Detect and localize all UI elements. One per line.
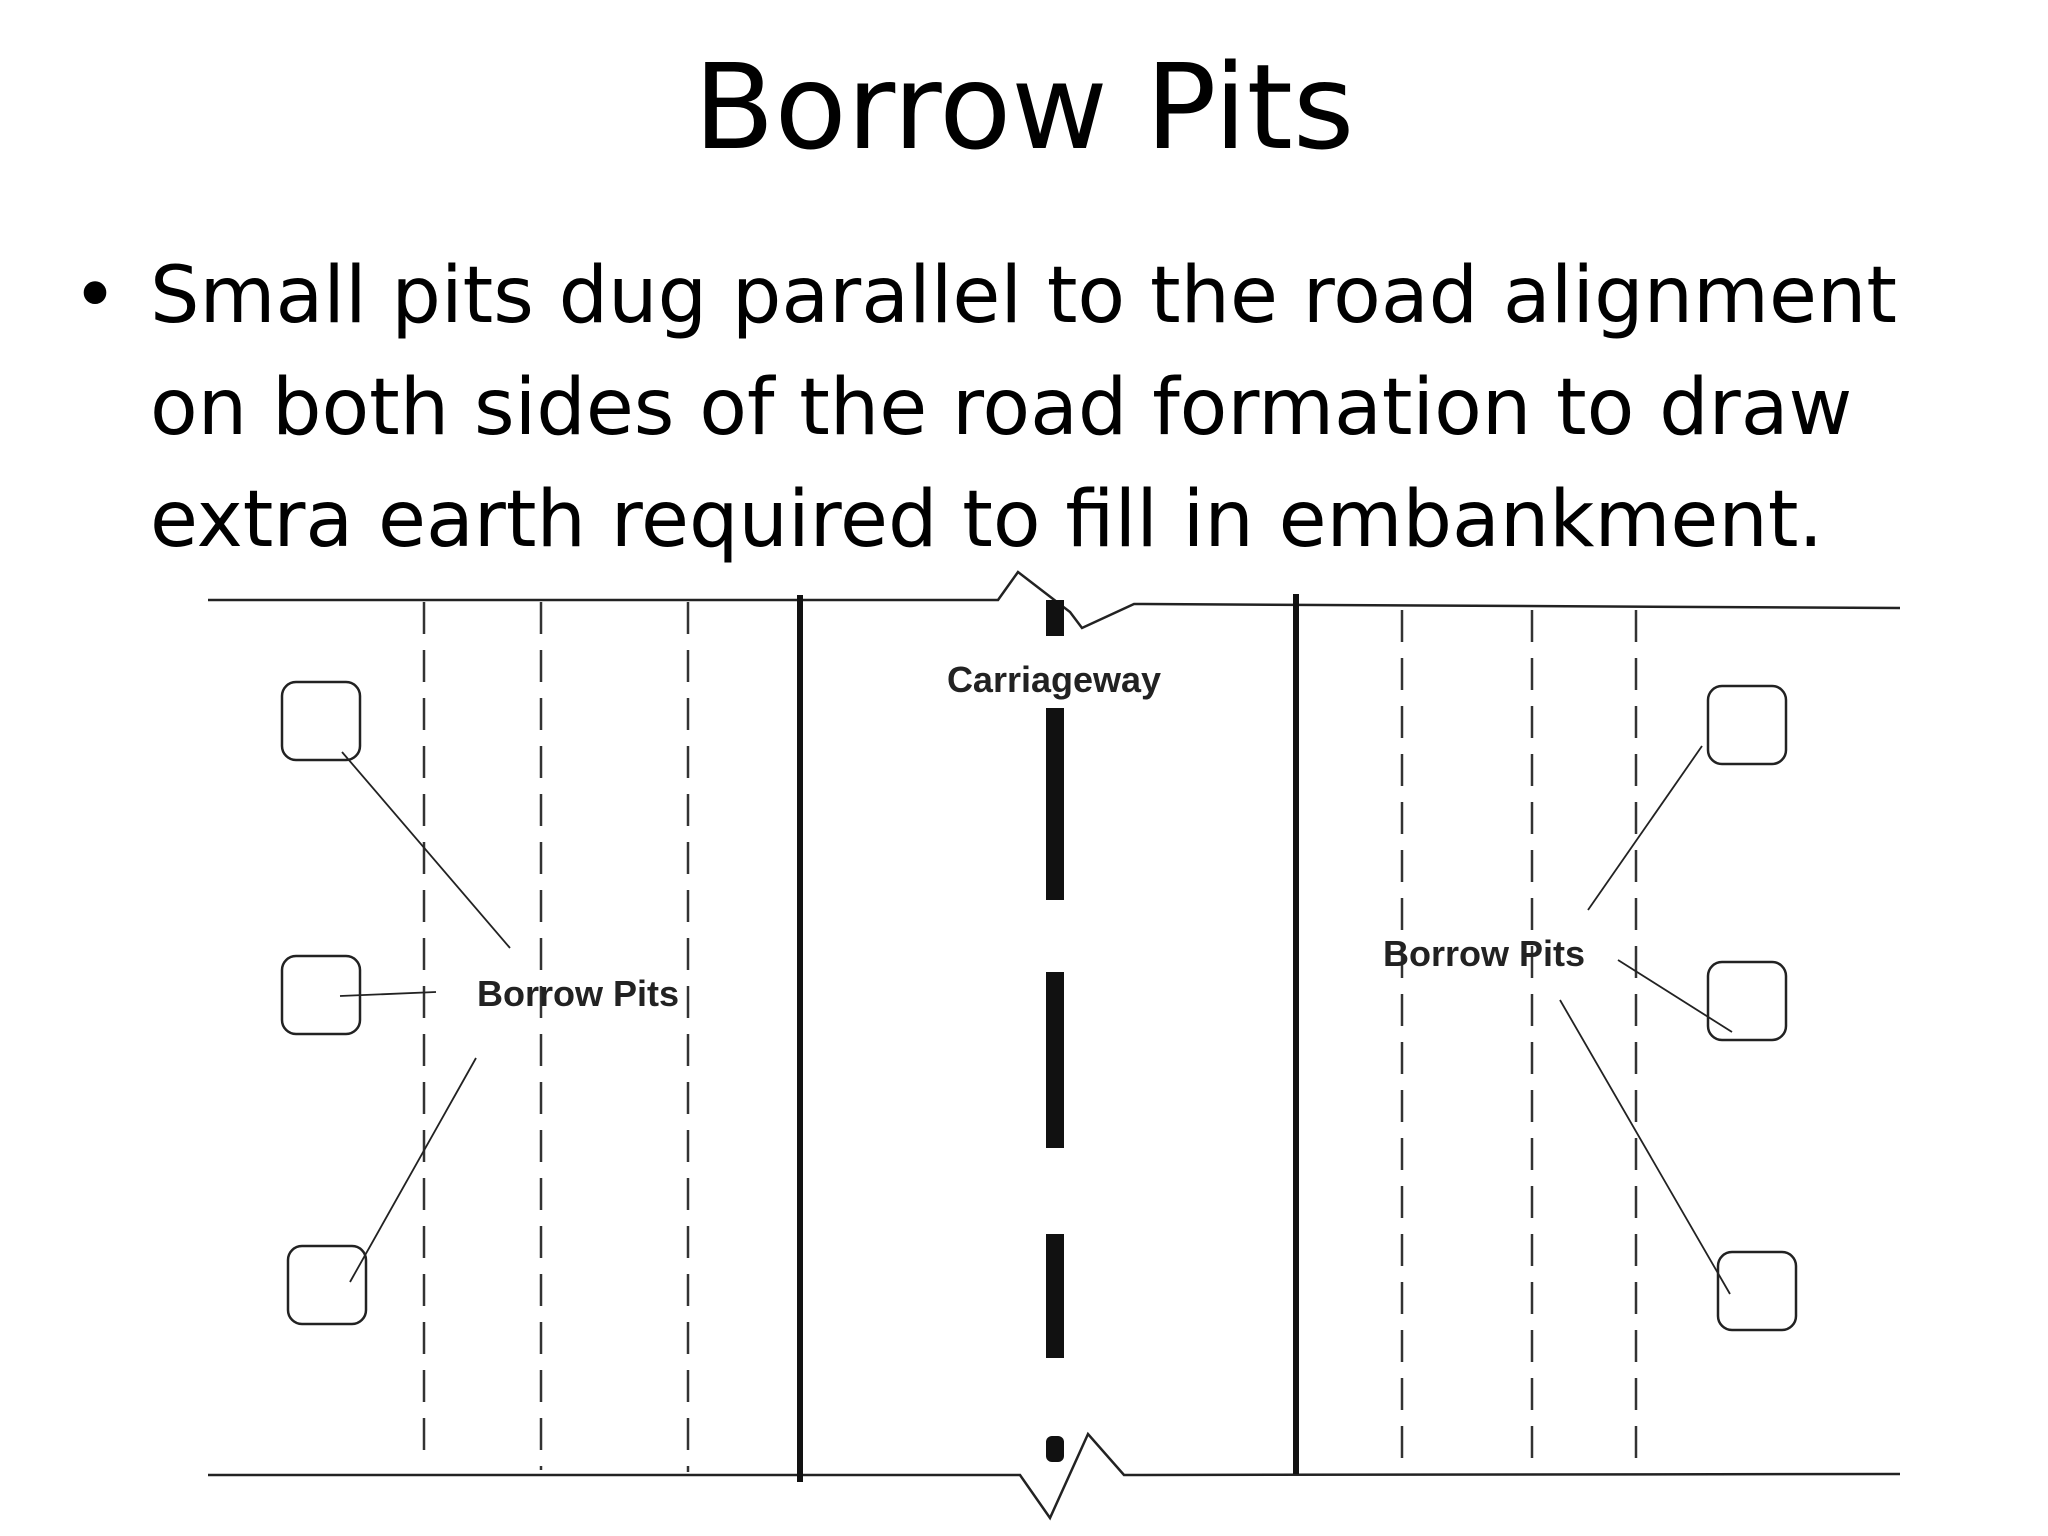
centre-line-segment	[1046, 1436, 1064, 1462]
leader-line	[1587, 745, 1703, 911]
borrow-pit	[280, 680, 362, 762]
borrow-pit	[1706, 960, 1788, 1042]
bullet-text: Small pits dug parallel to the road alig…	[150, 240, 1910, 576]
bullet-line: on both sides of the road formation to d…	[150, 363, 1853, 453]
borrow-pits-label-left: Borrow Pits	[477, 973, 679, 1014]
bullet-line: Small pits dug parallel to the road alig…	[150, 251, 1898, 341]
top-road-boundary	[208, 570, 1901, 630]
carriageway-label-backing	[936, 652, 1172, 704]
leader-line	[1617, 959, 1733, 1033]
leader-line	[339, 991, 437, 997]
leader-line	[1559, 999, 1731, 1295]
bullet-line: extra earth required to fill in embankme…	[150, 475, 1824, 565]
centre-line-segment	[1046, 600, 1064, 636]
borrow-pit	[1706, 684, 1788, 766]
centre-line-segment	[1046, 708, 1064, 900]
centre-line-segment	[1046, 972, 1064, 1148]
borrow-pits-label-right: Borrow Pits	[1383, 933, 1585, 974]
leader-line	[341, 751, 511, 949]
bottom-road-boundary	[208, 1431, 1901, 1521]
carriageway-label: Carriageway	[947, 659, 1161, 700]
borrow-pit	[286, 1244, 368, 1326]
centre-line-segment	[1046, 1234, 1064, 1358]
bullet-marker: •	[72, 251, 119, 341]
slide-title: Borrow Pits	[693, 38, 1355, 176]
borrow-pit	[1716, 1250, 1798, 1332]
leader-line	[349, 1057, 477, 1283]
